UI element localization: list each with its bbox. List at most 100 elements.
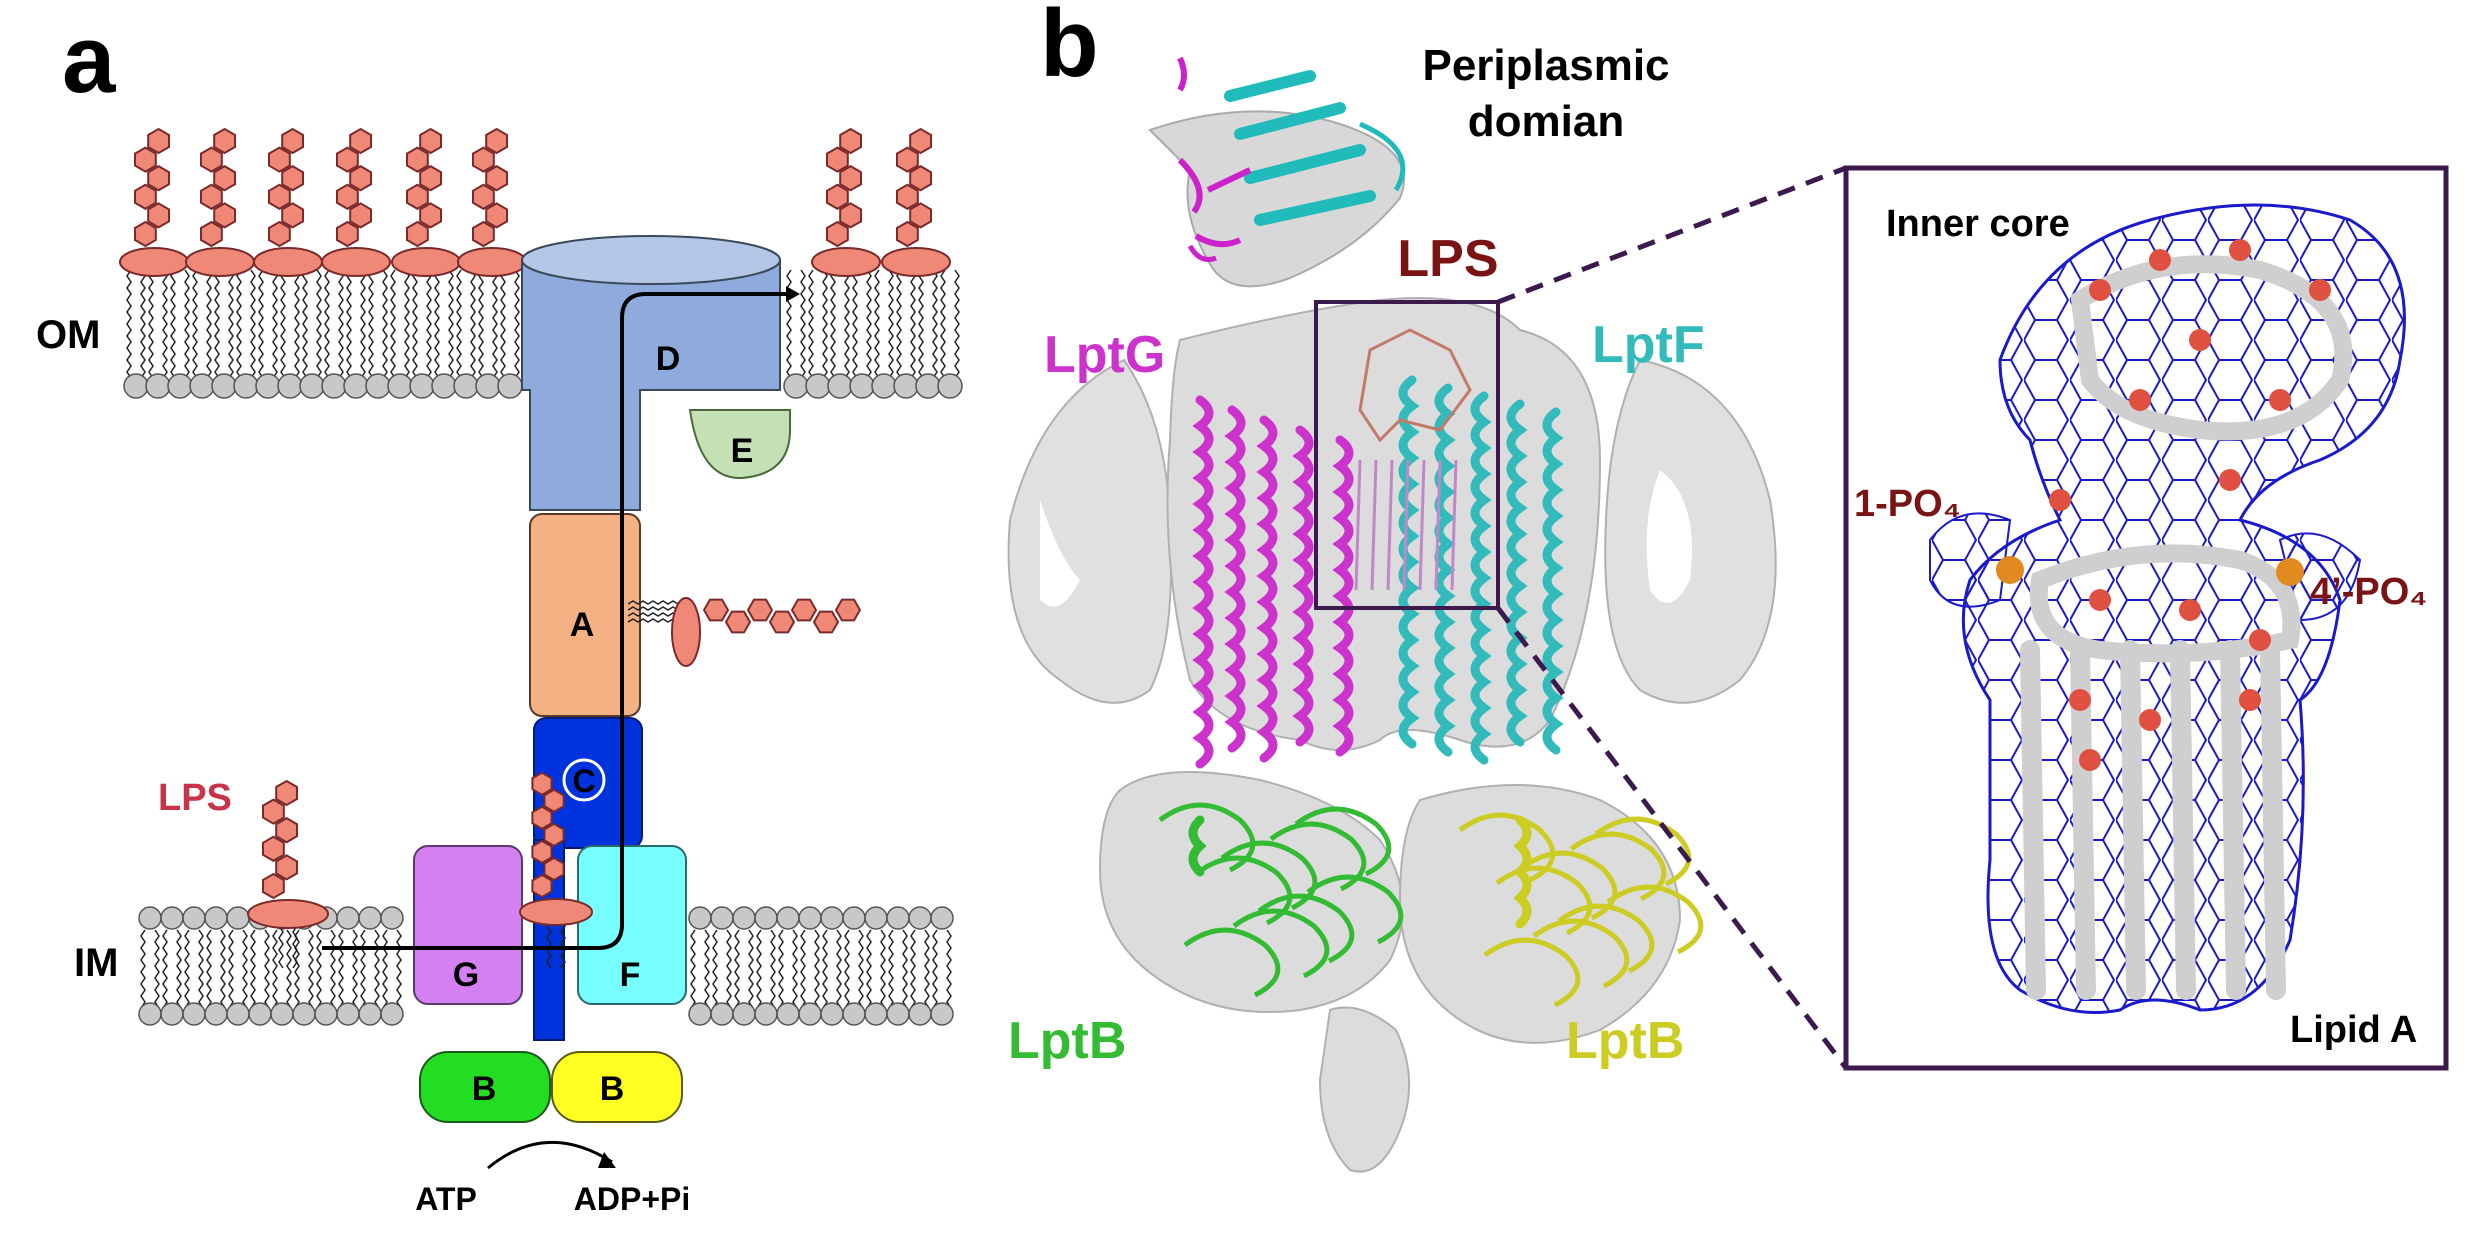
lps-head-ellipse (253, 247, 323, 277)
sugar-hexagon (268, 220, 291, 248)
acyl-tail (170, 269, 176, 391)
sugar-hexagon (834, 598, 862, 622)
lps-head-ellipse (457, 247, 527, 277)
sugar-hexagon (406, 183, 429, 210)
sugar-hexagon (724, 610, 752, 634)
sugar-hexagon (349, 165, 372, 192)
oxygen-atom (2249, 629, 2271, 651)
acyl-tail (382, 929, 388, 1015)
lipid-head (908, 906, 932, 930)
acyl-tail (412, 269, 418, 391)
acyl-tail (918, 269, 924, 391)
om-lipid-tails (126, 269, 960, 391)
sugar-hexagon (275, 817, 298, 844)
acyl-tail (478, 269, 484, 391)
periplasmic-label-line1: Periplasmic (1422, 41, 1669, 90)
acyl-tail (302, 269, 308, 391)
oxygen-atom (2189, 329, 2211, 351)
lps-head-ellipse (391, 247, 461, 277)
acyl-tail (888, 269, 894, 391)
sugar-hexagon (768, 610, 796, 634)
lipid-a-stick (1354, 459, 1362, 591)
sugar-hexagon (485, 127, 508, 155)
lipid-head (292, 1002, 316, 1026)
acyl-tail (888, 929, 894, 1015)
acyl-tail (162, 269, 168, 391)
acyl-tail (932, 269, 938, 391)
acyl-tail (946, 929, 952, 1015)
acyl-tail (198, 929, 204, 1015)
acyl-tail (324, 269, 330, 391)
acyl-tail (940, 269, 946, 391)
lipid-head (387, 373, 413, 399)
loop-ribbon (1532, 918, 1630, 989)
sugar-hexagon (281, 165, 304, 192)
acyl-tail (228, 929, 234, 1015)
acyl-tail (470, 269, 476, 391)
panel-b-letter: b (1040, 0, 1099, 97)
sugar-hexagon (134, 183, 157, 210)
acyl-tail (316, 269, 322, 391)
panel-a-letter: a (62, 6, 116, 113)
oxygen-atom (2079, 749, 2101, 771)
lps-head-ellipse (519, 898, 593, 926)
helix-ribbon (1332, 435, 1354, 757)
acyl-tail (800, 929, 806, 1015)
sugar-hexagon (213, 127, 236, 155)
lps-head-ellipse (119, 247, 189, 277)
lpte-protein: E (688, 409, 791, 480)
sugar-hexagon (349, 202, 372, 229)
lipid-head (138, 1002, 162, 1026)
lipid-head (299, 373, 325, 399)
acyl-tail (162, 929, 168, 1015)
sugar-hexagon (275, 779, 298, 807)
sugar-hexagon (839, 127, 862, 155)
lps-head-ellipse (185, 247, 255, 277)
sugar-hexagon (896, 220, 919, 248)
lipid-head (864, 1002, 888, 1026)
lipid-head (204, 906, 228, 930)
phosphorus-atom (2276, 558, 2304, 586)
sugar-hexagon (419, 202, 442, 229)
lptb-yellow-protein: B (551, 1051, 683, 1123)
acyl-tail (690, 929, 696, 1015)
acyl-tail (242, 929, 248, 1015)
lipid-head (497, 373, 523, 399)
acyl-tail (492, 269, 498, 391)
lipid-a-stick-model (1996, 239, 2353, 1000)
lipid-head (226, 906, 250, 930)
sugar-hexagon (472, 220, 495, 248)
acyl-tail (726, 929, 732, 1015)
lipid-head (710, 906, 734, 930)
acyl-chain-stick (2120, 640, 2146, 1000)
lipid-head (380, 1002, 404, 1026)
acyl-tail (360, 269, 366, 391)
inner-membrane (138, 906, 954, 1026)
lipid-a-stick (1450, 459, 1458, 591)
oxygen-atom (2089, 279, 2111, 301)
acyl-tail (330, 929, 336, 1015)
lptf-structure-label: LptF (1592, 316, 1705, 374)
sugar-hexagon (281, 127, 304, 155)
loop-ribbon (1232, 908, 1330, 979)
lptb-left-label: B (472, 1070, 497, 1108)
sugar-hexagon (275, 854, 298, 881)
lipid-head (798, 906, 822, 930)
loop-ribbon (1220, 840, 1318, 911)
acyl-tail (374, 929, 380, 1015)
acyl-tail (734, 929, 740, 1015)
sugar-hexagon (909, 127, 932, 155)
lipid-head (886, 906, 910, 930)
im-lipid-tails (140, 929, 952, 1015)
sugar-hexagon (531, 873, 553, 899)
acyl-tail (808, 269, 814, 391)
acyl-tail (192, 269, 198, 391)
oxygen-atom (2069, 689, 2091, 711)
sugar-hexagon (200, 183, 223, 210)
sugar-hexagon (702, 598, 730, 622)
lipid-head (842, 906, 866, 930)
sugar-hexagon (896, 183, 919, 210)
helix-ribbon (1192, 395, 1214, 769)
inner-core-label: Inner core (1886, 203, 2070, 245)
acyl-tail (954, 269, 960, 391)
